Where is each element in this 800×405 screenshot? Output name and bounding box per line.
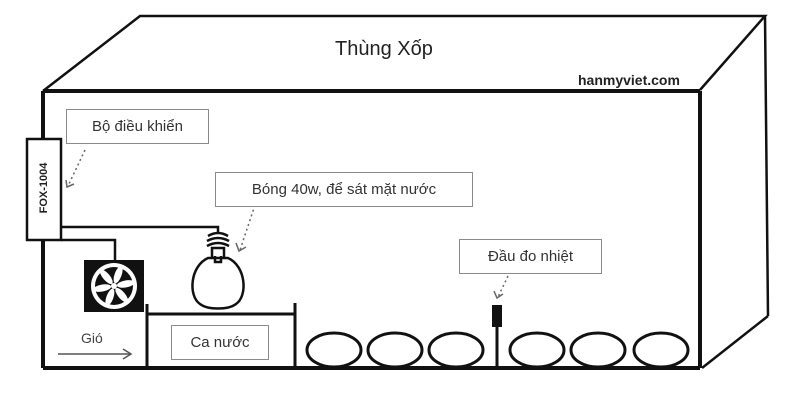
controller-model-label: FOX-1004 [38, 162, 50, 214]
wind-label: Gió [81, 330, 103, 346]
diagram-title: Thùng Xốp [335, 38, 433, 60]
water-cup-label: Ca nước [171, 325, 269, 360]
controller-box [25, 137, 63, 242]
lightbulb-icon [191, 231, 245, 310]
bulb-label: Bóng 40w, để sát mặt nước [215, 172, 473, 207]
eggs [305, 331, 690, 369]
pointer-arrows [67, 149, 509, 298]
wind-arrow-icon [58, 348, 133, 360]
watermark: hanmyviet.com [578, 72, 680, 88]
box-outline [41, 14, 770, 370]
wires [61, 225, 220, 262]
fan-icon [84, 260, 144, 312]
temperature-probe-icon [492, 305, 502, 368]
sensor-label: Đầu đo nhiệt [459, 239, 602, 274]
controller-label: Bộ điều khiển [66, 109, 209, 144]
water-container [145, 303, 297, 368]
